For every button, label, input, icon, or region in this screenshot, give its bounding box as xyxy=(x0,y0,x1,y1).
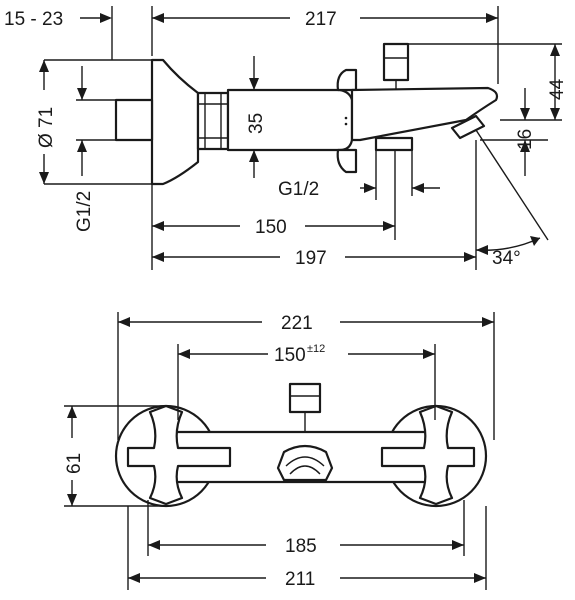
dim-centre-distance: 150 xyxy=(274,345,306,366)
dim-centre-tolerance: ±12 xyxy=(307,343,325,355)
handle-crest xyxy=(336,68,358,92)
dim-spout-drop: 16 xyxy=(515,129,536,150)
dim-height: 61 xyxy=(64,453,85,474)
dim-spout-distance: 150 xyxy=(255,217,287,238)
spout-outlet xyxy=(450,114,486,140)
spout xyxy=(350,86,499,142)
top-view: 221 150 ±12 61 185 211 xyxy=(64,312,495,590)
side-view: 15 - 23 217 Ø 71 G1/2 35 xyxy=(4,6,568,270)
dim-wall-offset: 15 - 23 xyxy=(4,9,63,30)
dim-diameter: Ø 71 xyxy=(36,107,57,148)
dim-spout-angle: 34° xyxy=(492,248,521,269)
diverter-knob xyxy=(382,42,410,82)
left-cross-handle xyxy=(126,404,232,506)
dim-total-length: 217 xyxy=(305,9,337,30)
dim-g-thread-bottom: G1/2 xyxy=(278,179,319,200)
dim-overall-width: 221 xyxy=(281,313,313,334)
wall-escutcheon xyxy=(150,58,200,186)
dim-body-height: 35 xyxy=(246,113,267,134)
dim-overall-length: 197 xyxy=(295,248,327,269)
right-cross-handle xyxy=(380,404,476,506)
dim-g-thread-left: G1/2 xyxy=(74,191,95,232)
dim-rosette-width: 211 xyxy=(285,569,315,590)
diverter-top xyxy=(288,382,322,414)
dim-body-width: 185 xyxy=(285,536,317,557)
spout-outlet-top xyxy=(276,444,334,482)
bottom-connector xyxy=(374,136,414,152)
wall-connector xyxy=(114,98,154,142)
hex-nut xyxy=(196,91,230,151)
dim-spout-top: 44 xyxy=(547,78,568,100)
